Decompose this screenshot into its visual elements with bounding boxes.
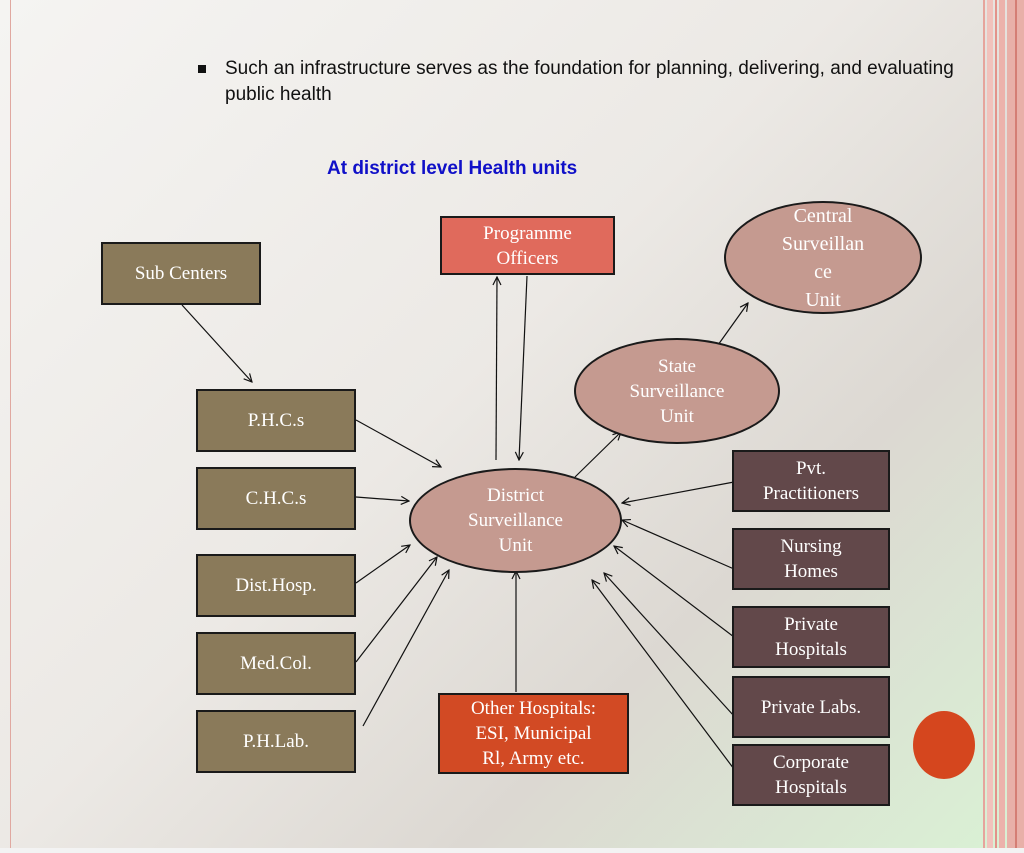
district-surveillance-unit: District Surveillance Unit	[409, 468, 622, 573]
arrow-nursing-to-district	[622, 520, 735, 570]
diagram-title: At district level Health units	[327, 158, 578, 179]
central-surveillance-unit: Central Surveillan ce Unit	[724, 201, 922, 314]
state-surveillance-label: State Surveillance Unit	[629, 355, 725, 427]
arrow-corporate-to-district	[592, 580, 741, 778]
arrow-chc-to-district	[355, 497, 409, 501]
corporate-hospitals-label: Corporate Hospitals	[773, 752, 849, 798]
arrow-privhosp-to-district	[614, 546, 735, 638]
corporate-hospitals-box: Corporate Hospitals	[732, 744, 890, 806]
ph-lab-box: P.H.Lab.	[196, 710, 356, 773]
slide-frame-bottom	[0, 848, 1024, 853]
other-hospitals-box: Other Hospitals: ESI, Municipal Rl, Army…	[438, 693, 629, 774]
ph-lab-label: P.H.Lab.	[243, 731, 309, 752]
pvt-practitioners-label: Pvt. Practitioners	[762, 458, 860, 504]
private-hospitals-box: Private Hospitals	[732, 606, 890, 668]
med-col-box: Med.Col.	[196, 632, 356, 695]
arrow-privlabs-to-district	[604, 573, 735, 717]
bullet-square-icon	[198, 65, 206, 73]
sub-centers-box: Sub Centers	[101, 242, 261, 305]
dist-hosp-box: Dist.Hosp.	[196, 554, 356, 617]
decorative-stripe	[987, 0, 993, 853]
phcs-label: P.H.C.s	[247, 410, 305, 431]
accent-circle	[913, 711, 975, 779]
arrow-district-to-state	[574, 432, 621, 478]
private-labs-label: Private Labs.	[760, 696, 862, 718]
private-labs-box: Private Labs.	[732, 676, 890, 738]
bullet-text: Such an infrastructure serves as the fou…	[225, 58, 954, 105]
arrow-state-to-central	[717, 303, 748, 346]
arrow-pvt-to-district	[622, 481, 735, 503]
pvt-practitioners-box: Pvt. Practitioners	[732, 450, 890, 512]
sub-centers-label: Sub Centers	[134, 263, 228, 284]
dist-hosp-label: Dist.Hosp.	[235, 575, 317, 596]
chcs-label: C.H.C.s	[245, 488, 307, 509]
programme-officers-label: Programme Officers	[483, 222, 572, 269]
decorative-stripe	[995, 0, 997, 853]
slide-frame-left-line	[10, 0, 11, 853]
private-hospitals-label: Private Hospitals	[775, 614, 847, 660]
nursing-homes-label: Nursing Homes	[780, 536, 842, 582]
nursing-homes-box: Nursing Homes	[732, 528, 890, 590]
arrow-medcol-to-district	[355, 557, 437, 663]
programme-officers-box: Programme Officers	[440, 216, 615, 275]
decorative-stripe	[1015, 0, 1017, 853]
arrow-phc-to-district	[355, 419, 441, 467]
arrow-phlab-to-district	[362, 570, 449, 727]
arrow-disthosp-to-district	[355, 545, 410, 584]
central-surveillance-label: Central Surveillan ce Unit	[781, 204, 865, 311]
arrow-subcenters-to-phc	[181, 304, 252, 382]
chcs-box: C.H.C.s	[196, 467, 356, 530]
other-hospitals-label: Other Hospitals: ESI, Municipal Rl, Army…	[470, 698, 597, 769]
med-col-label: Med.Col.	[240, 653, 312, 674]
bullet-item: Such an infrastructure serves as the fou…	[198, 56, 958, 108]
arrow-district-to-programme	[496, 277, 497, 461]
arrow-programme-to-district	[519, 275, 528, 460]
district-surveillance-label: District Surveillance Unit	[468, 485, 563, 556]
decorative-stripe	[999, 0, 1005, 853]
state-surveillance-unit: State Surveillance Unit	[574, 338, 780, 444]
decorative-stripe	[983, 0, 985, 853]
phcs-box: P.H.C.s	[196, 389, 356, 452]
